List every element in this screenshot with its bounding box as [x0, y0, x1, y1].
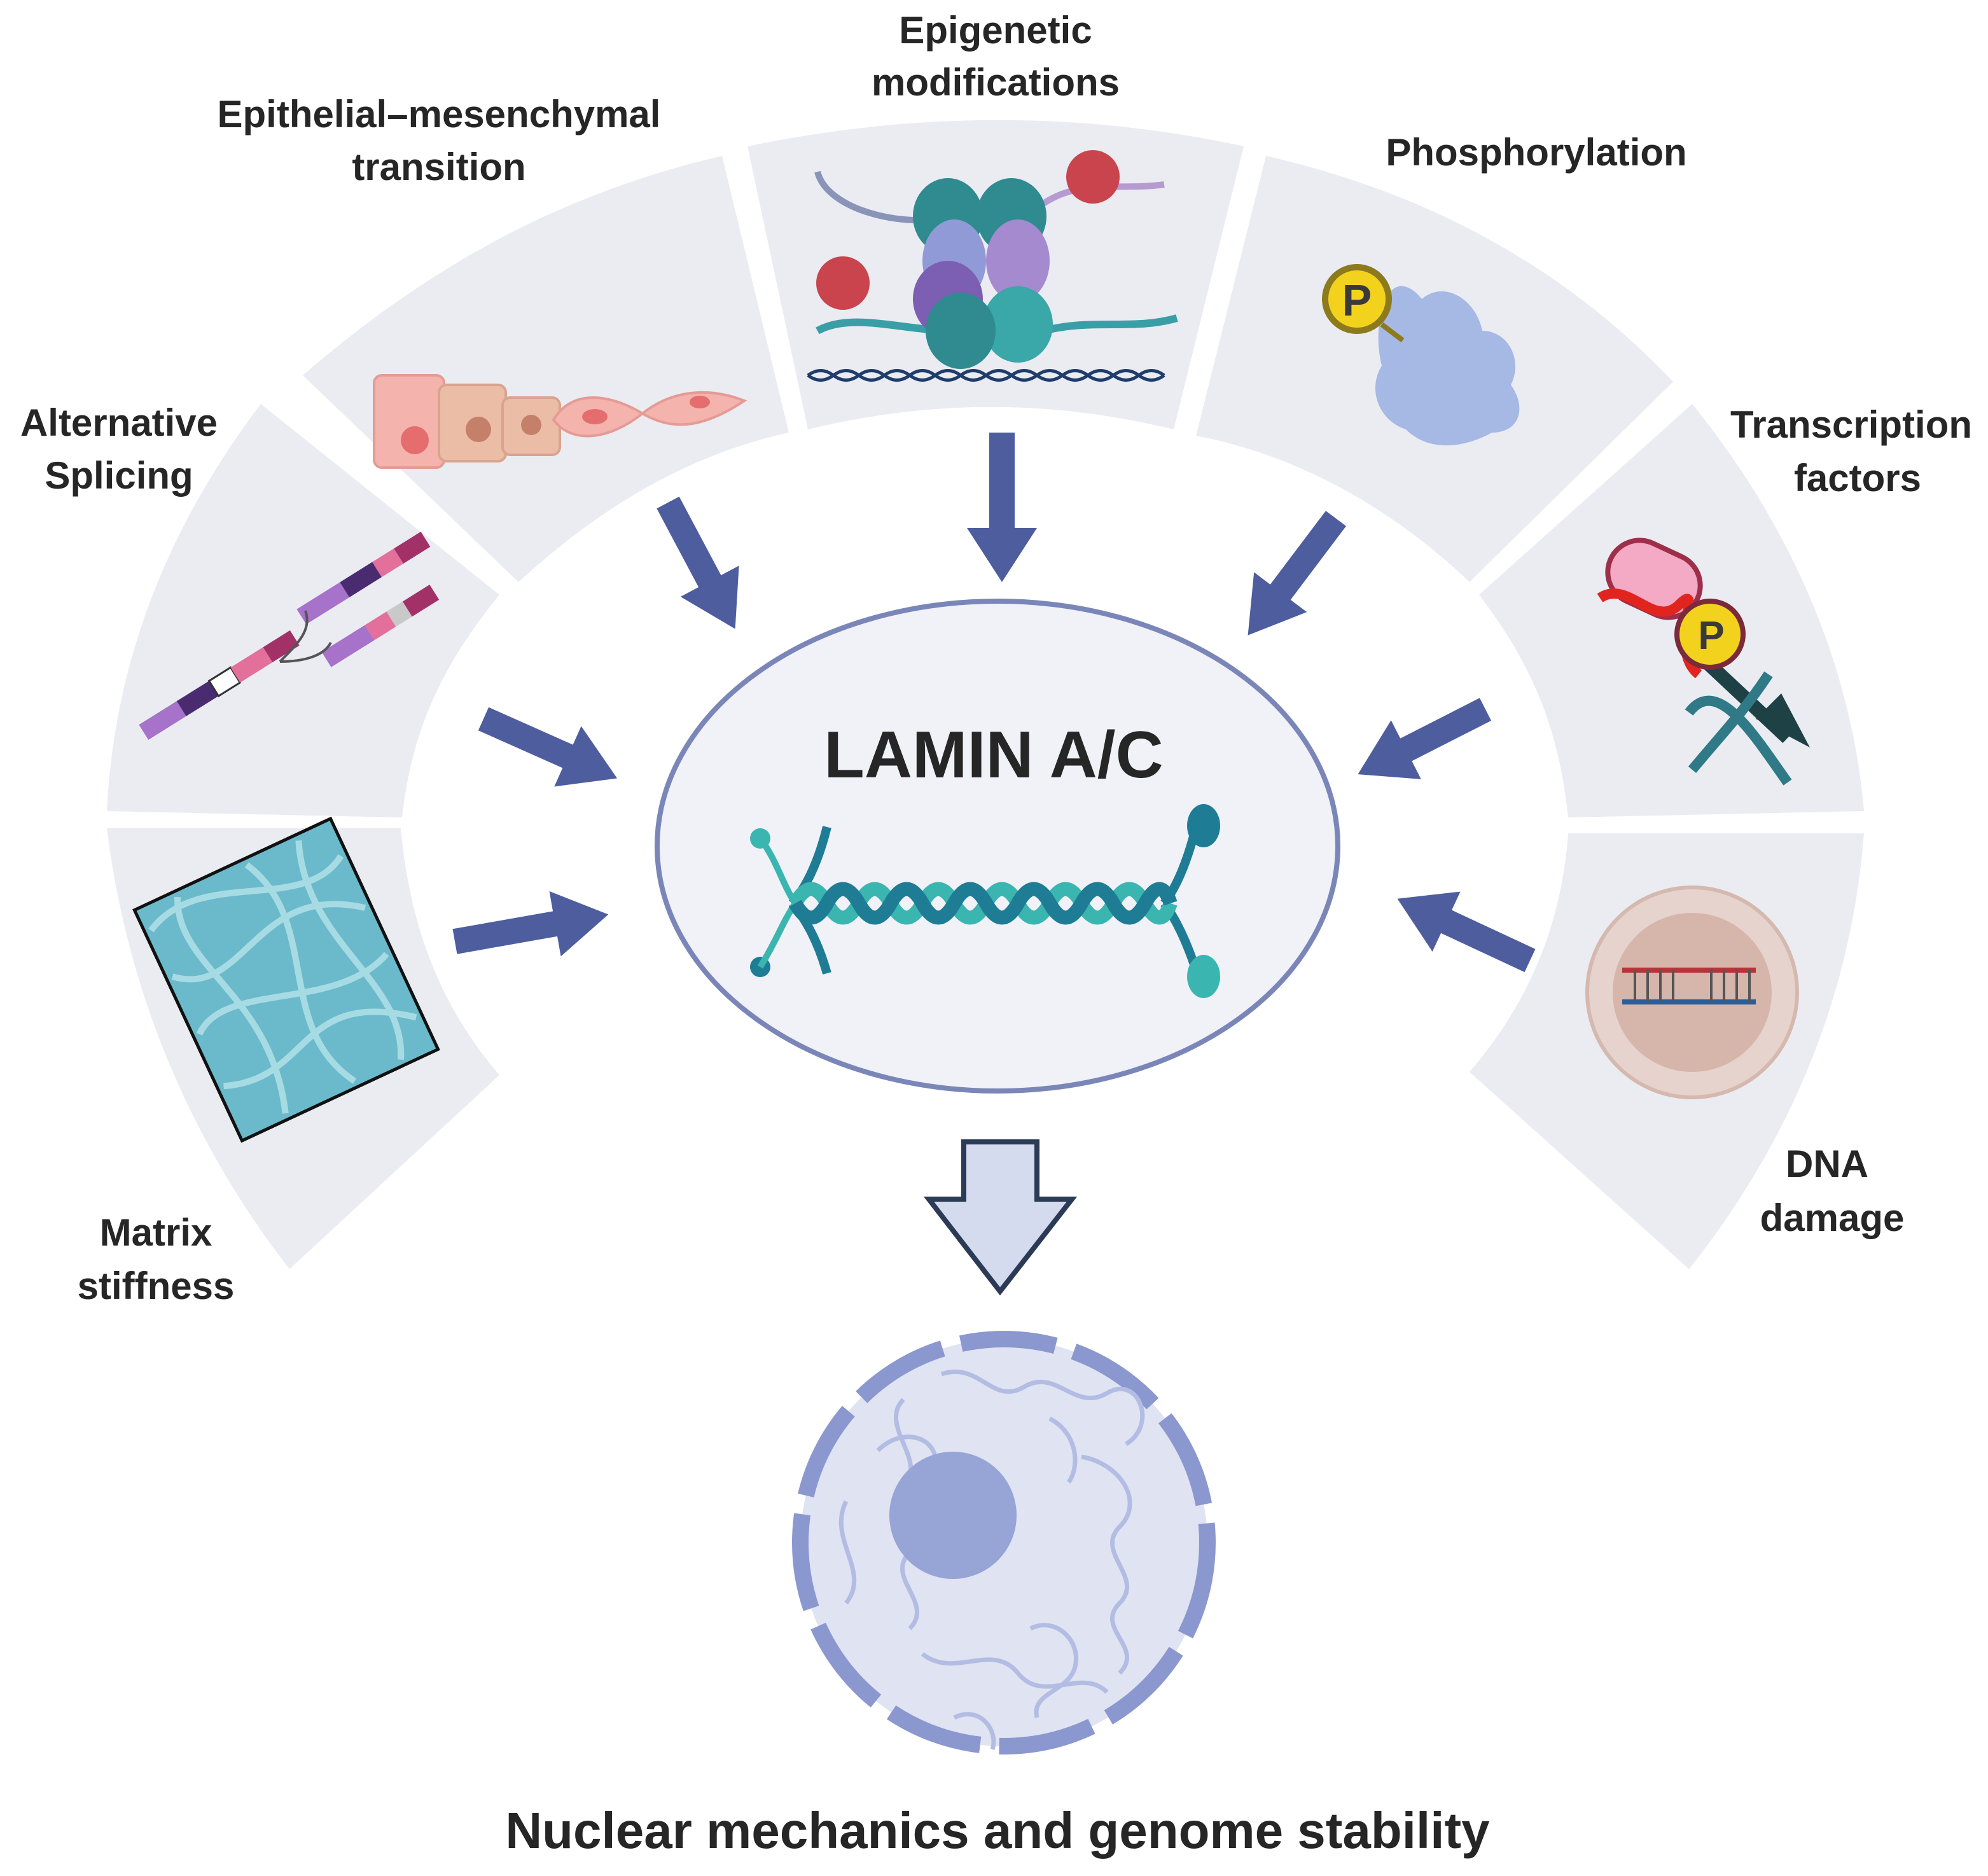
transcription-factor-icon: P [1597, 538, 1810, 786]
lamin-title: LAMIN A/C [824, 718, 1163, 792]
label-transcription-line2: factors [1794, 457, 1921, 499]
matrix-fibers-icon [132, 816, 440, 1143]
down-arrow [923, 1139, 1078, 1296]
label-emt-line2: transition [352, 146, 525, 188]
lamin-center: LAMIN A/C [655, 599, 1340, 1094]
p-label-transcription: P [1698, 614, 1724, 658]
label-matrix-line2: stiffness [78, 1265, 235, 1307]
nucleolus [889, 1452, 1017, 1579]
arrow-phospho [1248, 510, 1346, 636]
label-matrix-line1: Matrix [100, 1211, 212, 1254]
label-epigenetic-line1: Epigenetic [899, 9, 1092, 52]
nucleus-icon [792, 1331, 1216, 1754]
arrow-emt [657, 496, 739, 629]
arrow-dna-damage [1397, 891, 1536, 973]
label-epigenetic-line2: modifications [872, 61, 1120, 104]
arrow-epigenetic [967, 433, 1037, 582]
emt-cells-icon [373, 374, 747, 469]
label-phosphorylation: Phosphorylation [1386, 131, 1686, 174]
label-dna-line2: damage [1760, 1197, 1905, 1239]
factor-labels: Epigenetic modifications Epithelial–mese… [20, 9, 1972, 1307]
label-splicing-line2: Splicing [45, 454, 193, 497]
damaged-dna-nucleus-icon [1585, 886, 1799, 1099]
phosphorylated-protein-icon: P [1322, 264, 1520, 446]
arrow-transcription [1358, 698, 1492, 779]
arrow-splicing [478, 707, 618, 787]
p-label-phospho: P [1342, 275, 1372, 325]
outcome-title: Nuclear mechanics and genome stability [505, 1802, 1490, 1859]
splicing-exons-icon [139, 531, 440, 740]
label-emt-line1: Epithelial–mesenchymal [218, 93, 661, 135]
inward-arrows [452, 433, 1536, 973]
label-splicing-line1: Alternative [20, 401, 218, 444]
label-dna-line1: DNA [1786, 1143, 1868, 1185]
lamin-dimer-icon [750, 804, 1220, 998]
label-transcription-line1: Transcription [1730, 403, 1972, 446]
arrow-matrix [452, 891, 609, 957]
nucleosome-icon [807, 150, 1178, 382]
panel-emt [303, 156, 789, 582]
